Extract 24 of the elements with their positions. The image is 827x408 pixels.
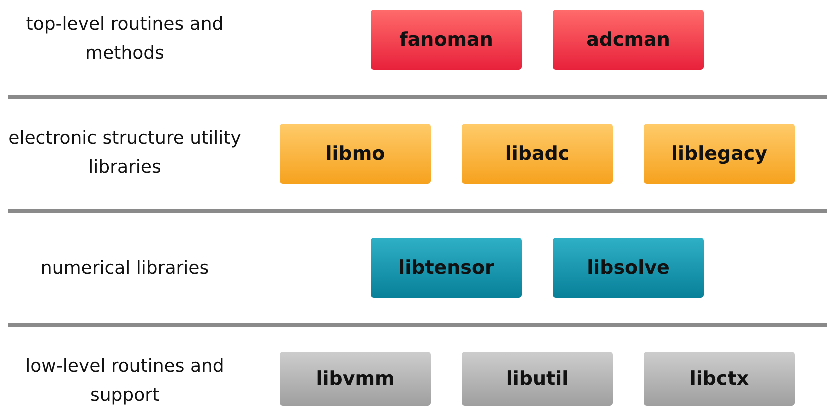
- library-box: [462, 352, 613, 406]
- library-name: libctx: [690, 368, 750, 390]
- library-box: [644, 352, 795, 406]
- library-name: adcman: [586, 29, 670, 51]
- library-name: libvmm: [316, 368, 395, 390]
- library-box: [280, 124, 431, 184]
- library-box: [371, 238, 522, 298]
- library-box: [371, 10, 522, 70]
- library-box: [553, 238, 704, 298]
- layer-label: top-level routines and methods: [25, 13, 225, 66]
- library-name: libadc: [505, 143, 570, 165]
- library-name: libmo: [326, 143, 386, 165]
- layer-label: low-level routines and support: [24, 355, 226, 408]
- library-name: libsolve: [587, 257, 670, 279]
- library-name: libtensor: [398, 257, 494, 279]
- library-box: [644, 124, 795, 184]
- layer-label: numerical libraries: [40, 257, 210, 281]
- library-name: fanoman: [400, 29, 494, 51]
- layer-label: electronic structure utility libraries: [8, 127, 242, 180]
- library-box: [462, 124, 613, 184]
- library-box: [280, 352, 431, 406]
- library-name: libutil: [506, 368, 569, 390]
- library-name: liblegacy: [671, 143, 768, 165]
- library-box: [553, 10, 704, 70]
